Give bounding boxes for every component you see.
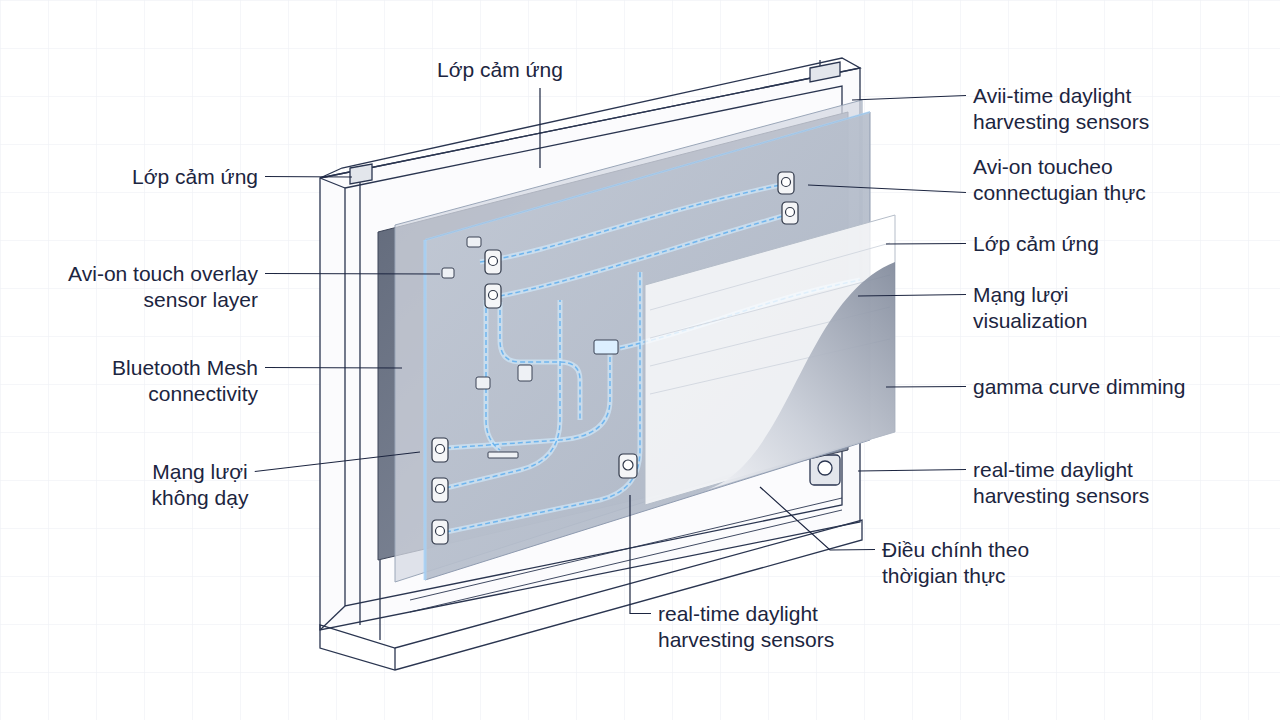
- daylight-sensor: [782, 202, 798, 224]
- dimming-sheet: [645, 215, 895, 505]
- label-holder: Bluetooth Mesh connectivity: [58, 355, 258, 407]
- daylight-sensor: [432, 438, 448, 462]
- daylight-sensor: [485, 284, 501, 308]
- daylight-sensor: [782, 202, 798, 224]
- circuit-chip: [467, 237, 481, 247]
- label-holder: Avii-time daylight harvesting sensors: [973, 83, 1188, 135]
- housing-frame: [394, 648, 395, 670]
- daylight-sensor: [619, 454, 637, 478]
- housing-frame: [350, 164, 372, 184]
- mesh-circuit: [446, 300, 560, 488]
- circuit-chip: [518, 365, 532, 381]
- mesh-circuit: [446, 352, 610, 448]
- daylight-sensor: [432, 478, 448, 502]
- circuit-chip: [488, 452, 518, 458]
- label-holder: Lớp cảm ứng: [420, 57, 580, 83]
- daylight-sensor: [778, 172, 794, 194]
- daylight-sensor: [432, 438, 448, 462]
- housing-frame: [810, 455, 840, 485]
- dimming-sheet: [645, 215, 895, 505]
- circuit-chip: [442, 237, 618, 458]
- leader-line: [808, 185, 966, 193]
- part-label: gamma curve dimming: [973, 374, 1253, 400]
- mesh-circuit: [446, 300, 560, 488]
- daylight-sensor: [432, 478, 448, 502]
- leader-line: [265, 176, 352, 178]
- label-holder: Avi-on touch overlay sensor layer: [43, 261, 258, 313]
- daylight-sensor: [485, 250, 501, 274]
- daylight-sensor: [436, 485, 445, 494]
- mesh-circuit: [486, 300, 500, 450]
- leader-line: [858, 295, 966, 297]
- label-holder: Mạng lượi visualization: [973, 282, 1153, 334]
- daylight-sensor: [432, 520, 448, 544]
- part-label: Lớp cảm ứng: [58, 164, 258, 190]
- housing-frame: [818, 461, 832, 475]
- mesh-circuit: [446, 352, 610, 448]
- part-label: Avi-on touch overlay sensor layer: [43, 261, 258, 313]
- circuit-chip: [442, 268, 454, 278]
- daylight-sensor: [485, 250, 501, 274]
- label-holder: Mạng lượi không dạy: [130, 459, 270, 511]
- leader-line: [858, 470, 966, 472]
- daylight-sensor: [489, 257, 498, 266]
- label-holder: Lớp cảm ứng: [58, 164, 258, 190]
- daylight-sensor: [436, 445, 445, 454]
- label-holder: Avi-on toucheo connectugian thực: [973, 154, 1188, 206]
- dimming-sheet: [700, 262, 895, 492]
- leader-line: [886, 243, 966, 245]
- part-label: Bluetooth Mesh connectivity: [58, 355, 258, 407]
- part-label: Avii-time daylight harvesting sensors: [973, 83, 1188, 135]
- mesh-circuit: [486, 300, 500, 450]
- daylight-sensor: [432, 520, 448, 544]
- part-label: Điều chính theo thờigian thực: [882, 537, 1052, 589]
- mesh-circuit: [480, 185, 780, 262]
- mesh-circuit: [446, 272, 640, 532]
- label-holder: gamma curve dimming: [973, 374, 1253, 400]
- label-holder: real-time daylight harvesting sensors: [658, 601, 873, 653]
- housing-frame: [320, 178, 345, 188]
- leader-line: [265, 367, 402, 369]
- daylight-sensor: [778, 172, 794, 194]
- leader-line: [265, 273, 440, 275]
- label-holder: Lớp cảm ứng: [973, 231, 1173, 257]
- part-label: real-time daylight harvesting sensors: [658, 601, 873, 653]
- daylight-sensor: [623, 460, 633, 470]
- leader-line: [852, 96, 966, 101]
- part-label: Lớp cảm ứng: [973, 231, 1173, 257]
- mesh-circuit: [500, 302, 580, 420]
- part-label: Avi-on toucheo connectugian thực: [973, 154, 1188, 206]
- label-holder: real-time daylight harvesting sensors: [973, 457, 1188, 509]
- housing-frame: [379, 560, 380, 640]
- circuit-chip: [476, 377, 490, 389]
- mesh-circuit: [500, 302, 580, 420]
- leader-line: [760, 487, 875, 550]
- housing-frame: [810, 62, 840, 82]
- leader-line: [539, 88, 540, 168]
- daylight-sensor: [489, 291, 498, 300]
- daylight-sensor: [485, 284, 501, 308]
- leader-line: [886, 386, 966, 388]
- leader-line: [255, 452, 420, 472]
- mesh-circuit: [480, 185, 780, 262]
- part-label: real-time daylight harvesting sensors: [973, 457, 1188, 509]
- leader-line: [630, 495, 651, 614]
- mesh-circuit: [446, 272, 640, 532]
- daylight-sensor: [436, 527, 445, 536]
- daylight-sensor: [786, 208, 795, 217]
- circuit-chip: [594, 340, 618, 354]
- part-label: Lớp cảm ứng: [420, 57, 580, 83]
- glass-sheet: [424, 240, 427, 580]
- housing-frame: [320, 606, 345, 630]
- daylight-sensor: [619, 454, 637, 478]
- daylight-sensor: [782, 178, 791, 187]
- housing-frame: [359, 172, 360, 625]
- part-label: Mạng lượi không dạy: [130, 459, 270, 511]
- part-label: Mạng lượi visualization: [973, 282, 1153, 334]
- label-holder: Điều chính theo thờigian thực: [882, 537, 1052, 589]
